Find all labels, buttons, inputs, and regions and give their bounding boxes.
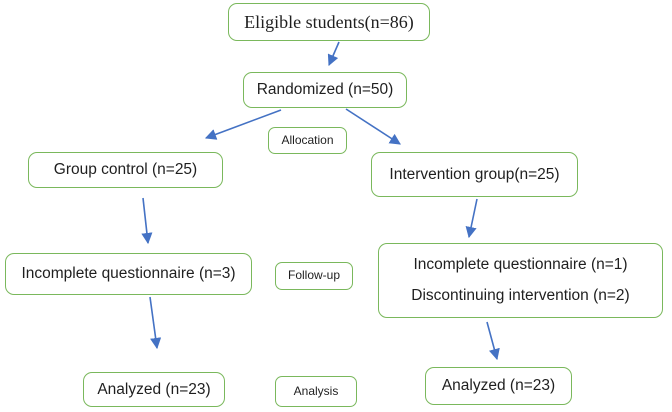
node-dropout-intervention-line2: Discontinuing intervention (n=2) [411, 286, 630, 304]
stage-label-analysis-text: Analysis [293, 383, 339, 398]
node-intervention-group: Intervention group(n=25) [371, 152, 578, 197]
arrow-incomplete-to-analyzed-left [149, 296, 162, 350]
arrow-dropout-to-analyzed-right [486, 321, 500, 361]
stage-label-allocation: Allocation [268, 127, 347, 154]
node-analyzed-intervention-label: Analyzed (n=23) [441, 377, 556, 395]
node-dropout-intervention: Incomplete questionnaire (n=1) Discontin… [378, 243, 663, 318]
arrow-group-control-to-incomplete [141, 197, 153, 245]
node-group-control: Group control (n=25) [28, 152, 223, 188]
node-incomplete-questionnaire-control-label: Incomplete questionnaire (n=3) [21, 265, 236, 283]
arrow-eligible-to-randomized [327, 41, 340, 67]
node-group-control-label: Group control (n=25) [53, 161, 198, 179]
node-dropout-intervention-line1: Incomplete questionnaire (n=1) [413, 256, 628, 274]
node-analyzed-control: Analyzed (n=23) [83, 372, 225, 407]
arrow-intervention-to-dropout [465, 198, 478, 239]
node-randomized-label: Randomized (n=50) [256, 81, 394, 99]
node-analyzed-control-label: Analyzed (n=23) [97, 380, 211, 398]
arrow-randomized-to-intervention [345, 108, 401, 145]
node-eligible-students-label: Eligible students(n=86) [244, 11, 414, 32]
stage-label-followup-text: Follow-up [287, 268, 341, 283]
node-randomized: Randomized (n=50) [243, 72, 407, 108]
node-analyzed-intervention: Analyzed (n=23) [425, 367, 572, 405]
node-eligible-students: Eligible students(n=86) [228, 3, 430, 41]
node-intervention-group-label: Intervention group(n=25) [389, 165, 560, 183]
stage-label-followup: Follow-up [275, 262, 353, 290]
stage-label-analysis: Analysis [275, 376, 357, 407]
stage-label-allocation-text: Allocation [281, 132, 334, 147]
node-incomplete-questionnaire-control: Incomplete questionnaire (n=3) [5, 253, 252, 295]
